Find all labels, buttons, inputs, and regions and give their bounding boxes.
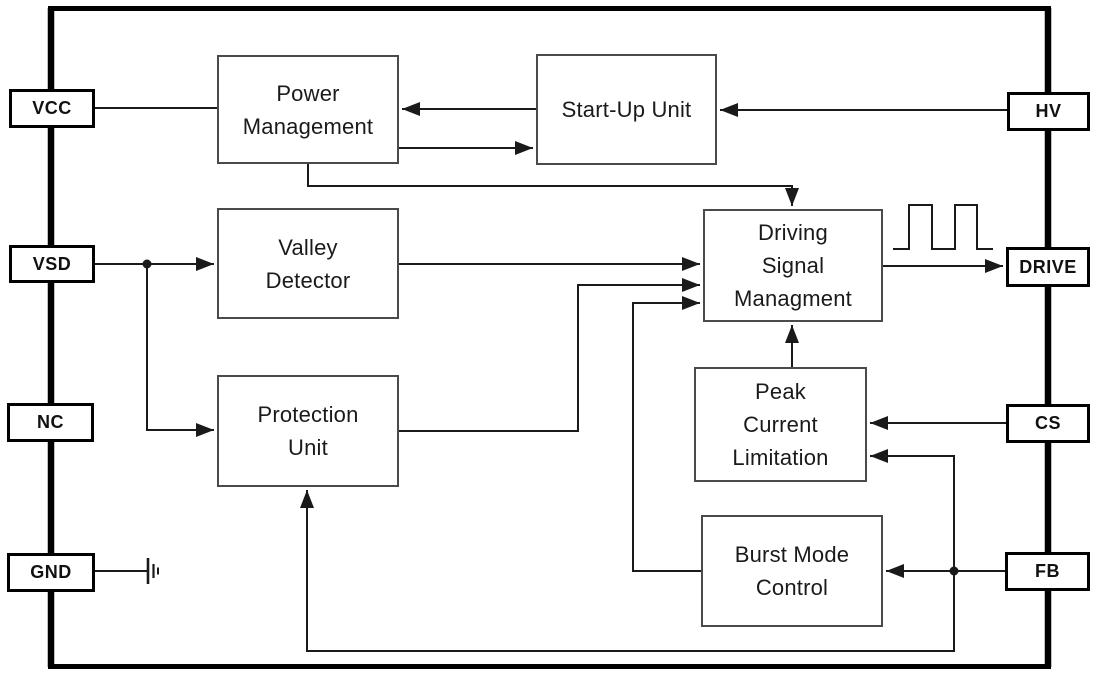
block-driving-signal-managment: Driving Signal Managment	[703, 209, 883, 322]
block-burst-mode-control: Burst Mode Control	[701, 515, 883, 627]
pin-hv: HV	[1007, 92, 1090, 131]
block-protection-unit: Protection Unit	[217, 375, 399, 487]
block-valley-detector: Valley Detector	[217, 208, 399, 319]
wire-vsd-to-protection-unit	[146, 264, 214, 437]
pwm-waveform-icon	[893, 204, 993, 250]
wire-fb-to-protection-unit	[300, 490, 955, 652]
pin-vcc: VCC	[9, 89, 95, 128]
pin-gnd: GND	[7, 553, 95, 592]
pin-fb: FB	[1005, 552, 1090, 591]
wire-power-management-to-driving-signal	[307, 164, 799, 206]
wire-protection-unit-to-driving-signal	[399, 278, 700, 432]
pin-vsd: VSD	[9, 245, 95, 283]
block-power-management: Power Management	[217, 55, 399, 164]
block-peak-current-limitation: Peak Current Limitation	[694, 367, 867, 482]
wire-burst-mode-to-driving-signal	[632, 296, 701, 572]
pin-nc: NC	[7, 403, 94, 442]
junction-dot-vsd	[142, 259, 152, 269]
wire-fb-to-peak-current	[870, 449, 955, 571]
block-start-up-unit: Start-Up Unit	[536, 54, 717, 165]
pin-cs: CS	[1006, 404, 1090, 443]
pin-drive: DRIVE	[1006, 247, 1090, 287]
ground-icon	[146, 558, 159, 584]
junction-dot-fb	[949, 566, 959, 576]
